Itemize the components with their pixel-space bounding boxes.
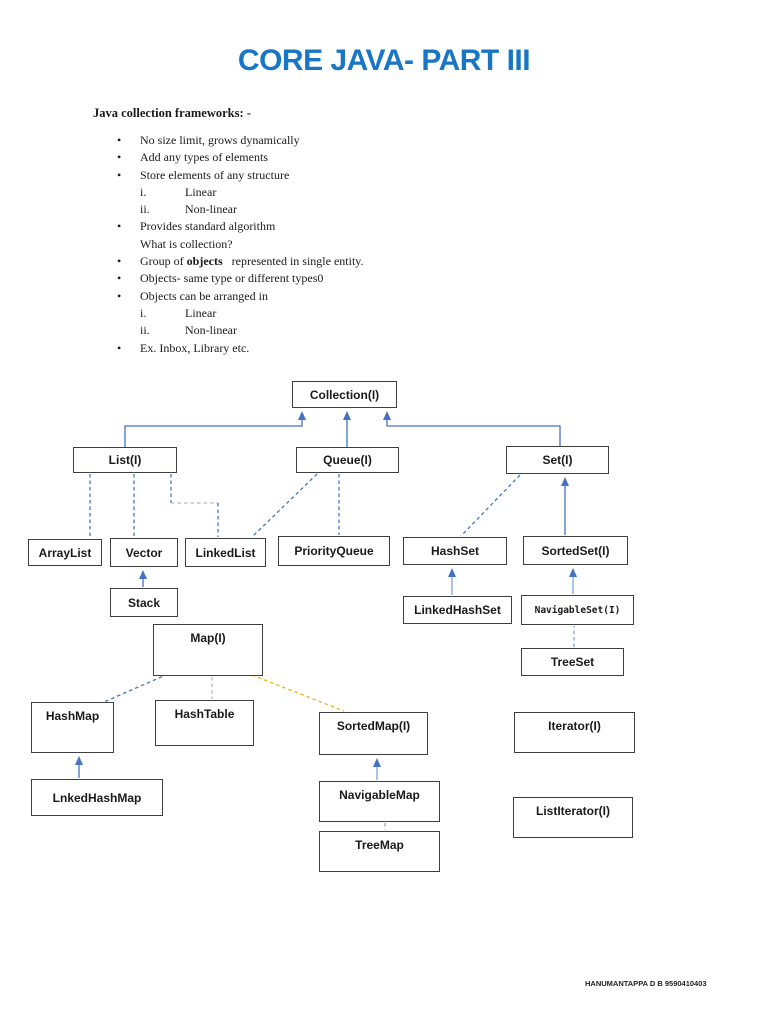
- node-navigableset: NavigableSet(I): [521, 595, 634, 625]
- list-item-text: Non-linear: [185, 323, 237, 338]
- connector-set-to-hashset: [460, 474, 521, 537]
- roman-numeral: i.: [140, 305, 147, 320]
- footer-author-text: HANUMANTAPPA D B 9590410403: [585, 979, 707, 988]
- node-hashtable: HashTable: [155, 700, 254, 746]
- list-item-text: Linear: [185, 305, 217, 320]
- list-item-text: Linear: [185, 184, 217, 199]
- sub-list-item: ii. Non-linear: [93, 322, 563, 339]
- list-item: • Group of objects represented in single …: [93, 253, 563, 270]
- text-block: Java collection frameworks: - • No size l…: [93, 106, 563, 357]
- list-item-text: Add any types of elements: [140, 150, 268, 165]
- roman-numeral: ii.: [140, 323, 150, 338]
- list-item: • Provides standard algorithm: [93, 218, 563, 235]
- node-navigablemap: NavigableMap: [319, 781, 440, 822]
- connector-map-to-hashmap: [103, 673, 169, 703]
- connector-list-to-collection: [124, 411, 306, 447]
- connector-queue-to-linkedlist: [252, 473, 318, 537]
- bullet-glyph: •: [117, 288, 122, 303]
- connector-map-to-sortedmap: [251, 674, 345, 712]
- sub-list-item: i. Linear: [93, 305, 563, 322]
- list-item: • Store elements of any structure: [93, 167, 563, 184]
- sub-list-item: i. Linear: [93, 184, 563, 201]
- node-treeset: TreeSet: [521, 648, 624, 676]
- bullet-glyph: •: [117, 271, 122, 286]
- node-linkedhashset: LinkedHashSet: [403, 596, 512, 624]
- list-item-text: What is collection?: [140, 236, 233, 251]
- list-item: • Objects can be arranged in: [93, 288, 563, 305]
- list-item: • No size limit, grows dynamically: [93, 132, 563, 149]
- node-stack: Stack: [110, 588, 178, 617]
- bullet-list: • No size limit, grows dynamically • Add an…: [93, 132, 563, 357]
- connector-set-to-collection: [383, 411, 561, 446]
- bullet-glyph: •: [117, 150, 122, 165]
- bullet-glyph: •: [117, 254, 122, 269]
- bullet-glyph: •: [117, 219, 122, 234]
- roman-numeral: ii.: [140, 202, 150, 217]
- page-title: CORE JAVA- PART III: [237, 44, 531, 77]
- list-item-text: Objects- same type or different types0: [140, 271, 324, 286]
- node-hashset: HashSet: [403, 537, 507, 565]
- sub-list-item: ii. Non-linear: [93, 201, 563, 218]
- node-map: Map(I): [153, 624, 263, 676]
- section-heading: Java collection frameworks: -: [93, 106, 251, 120]
- list-item: What is collection?: [93, 236, 563, 253]
- node-sortedmap: SortedMap(I): [319, 712, 428, 755]
- list-item-text: No size limit, grows dynamically: [140, 133, 300, 147]
- list-item-text: Group of objects represented in single e…: [140, 254, 364, 269]
- node-hashmap: HashMap: [31, 702, 114, 753]
- node-sortedset: SortedSet(I): [523, 536, 628, 565]
- bullet-glyph: •: [117, 133, 122, 147]
- node-collection: Collection(I): [292, 381, 397, 408]
- node-lnkedhashmap: LnkedHashMap: [31, 779, 163, 816]
- list-item-text: Ex. Inbox, Library etc.: [140, 340, 250, 355]
- node-treemap: TreeMap: [319, 831, 440, 872]
- list-item-text: Objects can be arranged in: [140, 288, 268, 303]
- list-item-text: Provides standard algorithm: [140, 219, 276, 234]
- list-item: • Ex. Inbox, Library etc.: [93, 340, 563, 357]
- node-iterator: Iterator(I): [514, 712, 635, 753]
- node-list: List(I): [73, 447, 177, 473]
- node-priorityqueue: PriorityQueue: [278, 536, 390, 566]
- node-linkedlist: LinkedList: [185, 538, 266, 567]
- node-queue: Queue(I): [296, 447, 399, 473]
- list-item-text: Non-linear: [185, 202, 237, 217]
- list-item: • Add any types of elements: [93, 149, 563, 166]
- roman-numeral: i.: [140, 184, 147, 199]
- node-listiterator: ListIterator(I): [513, 797, 633, 838]
- node-arraylist: ArrayList: [28, 539, 102, 566]
- node-set: Set(I): [506, 446, 609, 474]
- bullet-glyph: •: [117, 340, 122, 355]
- bullet-glyph: •: [117, 167, 122, 182]
- node-vector: Vector: [110, 538, 178, 567]
- list-item: • Objects- same type or different types0: [93, 270, 563, 287]
- list-item-text: Store elements of any structure: [140, 167, 290, 182]
